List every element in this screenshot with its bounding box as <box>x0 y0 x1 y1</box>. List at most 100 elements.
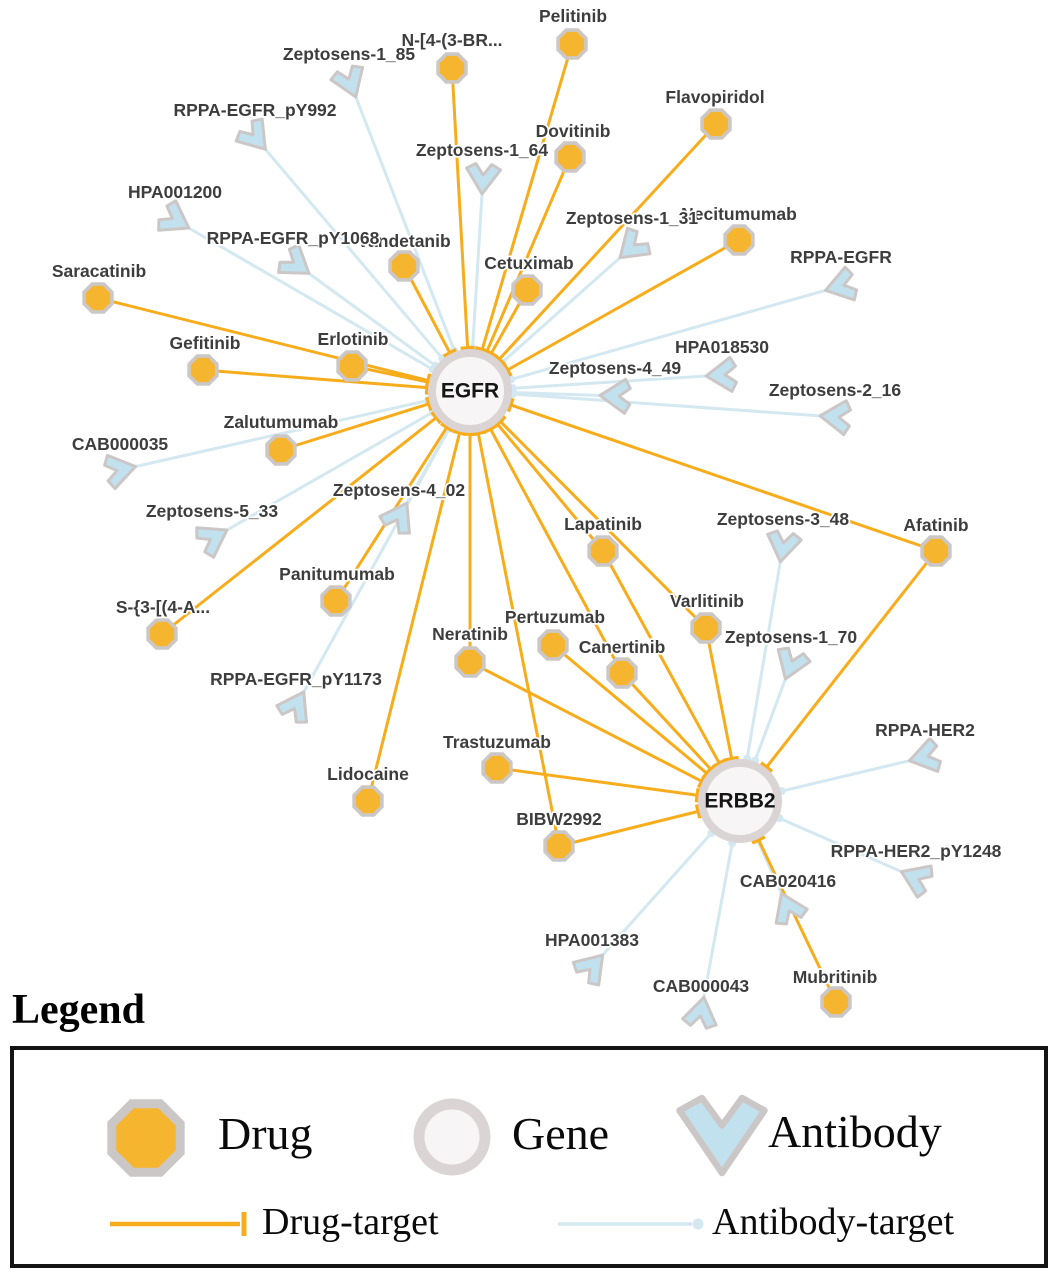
edge-antibody-zeptosens-2-16-egfr <box>512 392 837 419</box>
drug-node-neratinib <box>454 646 486 678</box>
node-label-dovitinib: Dovitinib <box>536 121 611 141</box>
antibody-node-rppa-her2 <box>907 736 942 773</box>
drug-node-vandetanib <box>388 250 420 282</box>
node-label-hpa001383: HPA001383 <box>545 930 639 950</box>
edge-tee-varlitinib <box>494 415 507 428</box>
antibody-node-zeptosens-4-49 <box>598 377 632 415</box>
edge-drug-gefitinib-egfr <box>202 368 428 390</box>
legend-box: Drug Gene Antibody Drug-target Antibody-… <box>10 1046 1048 1268</box>
antibody-node-zeptosens-5-33 <box>195 526 229 559</box>
antibody-legend-icon <box>676 1094 768 1177</box>
antibody-node-hpa001383 <box>571 953 605 987</box>
node-label-n4-3-br: N-[4-(3-BR... <box>401 30 502 50</box>
node-label-trastuzumab: Trastuzumab <box>443 732 551 752</box>
edge-antibody-rppa-egfr-py1173-egfr <box>294 427 451 707</box>
edge-tee-bibw2992 <box>471 430 486 437</box>
drug-node-s3-4-a <box>146 618 178 650</box>
drug-node-necitumumab <box>723 224 755 256</box>
drug-node-trastuzumab <box>481 752 513 784</box>
antibody-node-zeptosens-4-02 <box>378 501 411 535</box>
edge-drug-pertuzumab-erbb2 <box>552 643 708 775</box>
node-label-gefitinib: Gefitinib <box>170 333 241 353</box>
antibody-node-zeptosens-1-31 <box>618 226 652 260</box>
drug-node-n4-3-br <box>436 52 468 84</box>
node-label-s3-4-a: S-{3-[(4-A... <box>116 597 210 617</box>
antibody-node-rppa-her2-py1248 <box>899 864 934 899</box>
antibody-target-dot <box>692 1218 704 1230</box>
gene-label-erbb2: ERBB2 <box>704 790 775 813</box>
drug-legend-icon <box>107 1099 185 1177</box>
edge-drug-vandetanib-egfr <box>402 265 452 354</box>
edge-drug-trastuzumab-erbb2 <box>496 766 698 797</box>
drug-node-mubritinib <box>820 986 852 1018</box>
edge-tee-neratinib <box>696 774 707 789</box>
edge-drug-afatinib-erbb2 <box>765 550 938 769</box>
node-label-rppa-her2: RPPA-HER2 <box>875 720 975 740</box>
node-label-rppa-egfr: RPPA-EGFR <box>790 247 892 267</box>
node-label-flavopiridol: Flavopiridol <box>665 87 764 107</box>
edge-tee-mubritinib <box>751 835 766 845</box>
edge-tee-zalutumumab <box>425 396 433 412</box>
antibody-chevron-icon <box>676 1094 768 1177</box>
node-label-pertuzumab: Pertuzumab <box>505 607 605 627</box>
drug-node-afatinib <box>920 535 952 567</box>
legend-label-gene: Gene <box>512 1108 610 1159</box>
node-label-zeptosens-1-85: Zeptosens-1_85 <box>283 44 416 64</box>
antibody-node-cab000043 <box>681 995 718 1030</box>
node-label-mubritinib: Mubritinib <box>793 967 878 987</box>
edge-drug-flavopiridol-egfr <box>498 122 718 361</box>
node-label-cab020416: CAB020416 <box>740 871 837 891</box>
node-label-zeptosens-2-16: Zeptosens-2_16 <box>769 380 902 400</box>
antibody-node-zeptosens-1-85 <box>329 64 365 99</box>
drug-node-saracatinib <box>82 282 114 314</box>
node-label-afatinib: Afatinib <box>903 515 968 535</box>
antibody-node-hpa001200 <box>157 199 191 232</box>
edge-drug-saracatinib-egfr <box>97 296 429 383</box>
node-label-canertinib: Canertinib <box>579 637 666 657</box>
antibody-node-zeptosens-1-64 <box>465 162 503 196</box>
edge-drug-bibw2992-egfr <box>476 432 561 847</box>
node-label-rppa-egfr-py1068: RPPA-EGFR_pY1068 <box>207 228 380 248</box>
drug-node-lidocaine <box>352 785 384 817</box>
edge-tee-lidocaine <box>452 429 467 437</box>
edge-antibody-hpa001200-egfr <box>174 218 434 371</box>
drug-node-canertinib <box>606 657 638 689</box>
edge-tee-n4-3-br <box>460 345 475 351</box>
edge-antibody-rppa-egfr-py1068-egfr <box>295 262 437 367</box>
drug-node-bibw2992 <box>543 830 575 862</box>
edge-tee-s3-4-a <box>430 411 442 425</box>
edge-drug-pelitinib-egfr <box>480 43 574 351</box>
node-label-neratinib: Neratinib <box>432 624 508 644</box>
node-label-lapatinib: Lapatinib <box>564 514 642 534</box>
edge-drug-varlitinib-egfr <box>499 420 708 630</box>
node-label-lidocaine: Lidocaine <box>327 764 409 784</box>
drug-node-dovitinib <box>554 141 586 173</box>
edge-antibody-hpa001383-erbb2 <box>590 832 713 968</box>
legend-label-drug-target: Drug-target <box>262 1201 439 1243</box>
node-label-zeptosens-4-02: Zeptosens-4_02 <box>333 480 466 500</box>
edge-tee-varlitinib <box>724 755 739 762</box>
nodes-layer <box>82 28 952 1030</box>
edge-drug-mubritinib-erbb2 <box>757 839 838 1003</box>
edge-antibody-rppa-her2-py1248-erbb2 <box>778 816 917 880</box>
edge-drug-dovitinib-egfr <box>485 156 572 353</box>
edge-antibody-zeptosens-3-48-erbb2 <box>745 545 785 759</box>
edge-drug-lapatinib-erbb2 <box>601 550 721 765</box>
drug-node-erlotinib <box>336 350 368 382</box>
node-label-zeptosens-5-33: Zeptosens-5_33 <box>146 501 279 521</box>
node-label-zeptosens-1-31: Zeptosens-1_31 <box>566 208 699 228</box>
edge-tee-afatinib <box>506 397 515 413</box>
edge-drug-lidocaine-egfr <box>366 432 462 802</box>
edge-antibody-zeptosens-1-85-egfr <box>348 81 456 352</box>
edge-drug-canertinib-egfr <box>489 428 624 674</box>
edge-drug-n4-3-br-egfr <box>450 67 470 349</box>
antibody-node-zeptosens-1-70 <box>776 646 812 681</box>
edge-tee-bibw2992 <box>694 804 702 819</box>
edge-drug-zalutumumab-egfr <box>280 402 430 452</box>
drug-node-cetuximab <box>511 274 543 306</box>
drug-node-varlitinib <box>690 612 722 644</box>
node-label-zeptosens-4-49: Zeptosens-4_49 <box>549 358 682 378</box>
edge-tee-trastuzumab <box>694 788 701 803</box>
legend-label-drug: Drug <box>218 1108 313 1159</box>
